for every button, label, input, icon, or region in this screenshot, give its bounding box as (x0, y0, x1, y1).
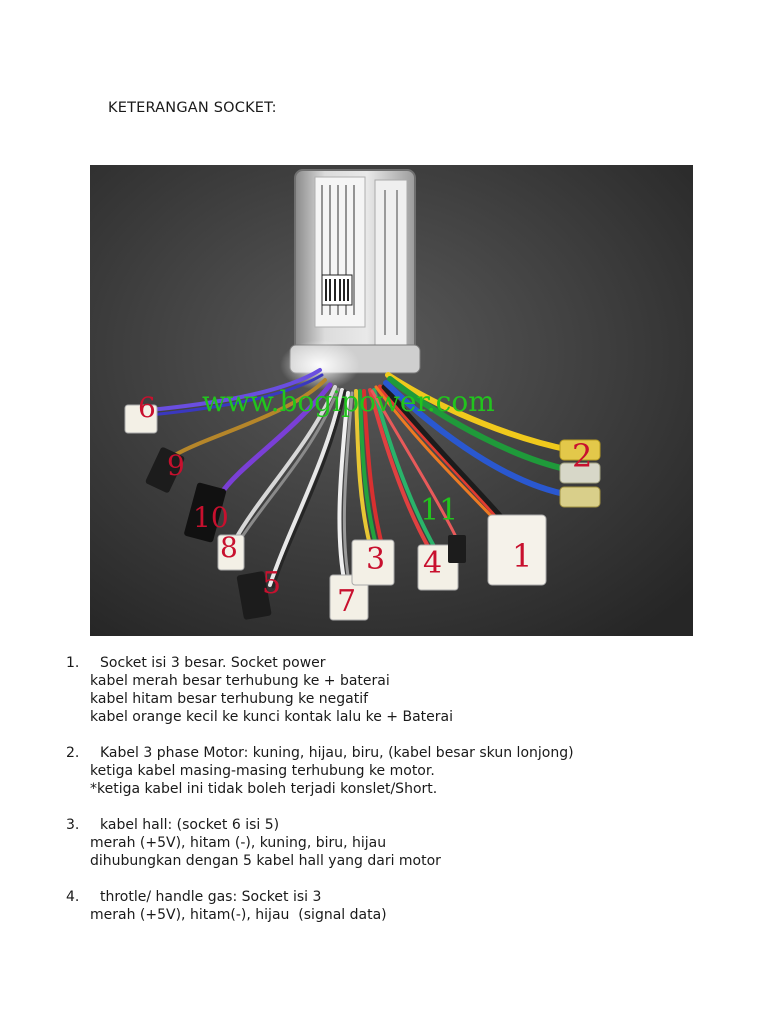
list-item-line: *ketiga kabel ini tidak boleh terjadi ko… (90, 781, 438, 797)
list-item-number: 2. (66, 745, 80, 761)
socket-label-5: 5 (262, 566, 281, 601)
list-item-line: merah (+5V), hitam (-), kuning, biru, hi… (90, 835, 387, 851)
socket-label-10: 10 (193, 501, 229, 534)
list-item-line: kabel merah besar terhubung ke + baterai (90, 673, 390, 689)
socket-label-1: 1 (512, 537, 532, 575)
list-item: 2. Kabel 3 phase Motor: kuning, hijau, b… (66, 744, 726, 798)
list-item-title: kabel hall: (socket 6 isi 5) (100, 817, 280, 833)
page-heading: KETERANGAN SOCKET: (108, 100, 277, 116)
watermark-text: www.bogipower.com (202, 385, 495, 418)
list-item-line: kabel hitam besar terhubung ke negatif (90, 691, 369, 707)
list-item-line: ketiga kabel masing-masing terhubung ke … (90, 763, 435, 779)
socket-label-9: 9 (167, 449, 185, 482)
socket-label-6: 6 (138, 391, 156, 424)
connectors (124, 404, 601, 621)
socket-label-8: 8 (220, 531, 238, 564)
list-item: 4. throtle/ handle gas: Socket isi 3 mer… (66, 888, 726, 924)
list-item-title: throtle/ handle gas: Socket isi 3 (100, 889, 322, 905)
socket-label-3: 3 (366, 542, 385, 577)
list-item-number: 1. (66, 655, 80, 671)
list-item-line: merah (+5V), hitam(-), hijau (signal dat… (90, 907, 387, 923)
socket-label-2: 2 (572, 437, 592, 475)
controller-wiring-photo: www.bogipower.com 6 9 10 8 5 7 3 4 11 1 … (90, 165, 693, 636)
socket-label-11: 11 (420, 493, 458, 528)
wires (148, 368, 573, 589)
controller-box (280, 169, 421, 390)
list-item-title: Socket isi 3 besar. Socket power (100, 655, 326, 671)
list-item-title: Kabel 3 phase Motor: kuning, hijau, biru… (100, 745, 574, 761)
list-item-line: kabel orange kecil ke kunci kontak lalu … (90, 709, 454, 725)
list-item-number: 4. (66, 889, 80, 905)
list-item-line: dihubungkan dengan 5 kabel hall yang dar… (90, 853, 441, 869)
list-item: 1. Socket isi 3 besar. Socket power kabe… (66, 654, 726, 726)
socket-label-4: 4 (423, 546, 442, 581)
socket-description-list: 1. Socket isi 3 besar. Socket power kabe… (66, 654, 726, 942)
list-item: 3. kabel hall: (socket 6 isi 5) merah (+… (66, 816, 726, 870)
socket-label-7: 7 (337, 584, 356, 619)
list-item-number: 3. (66, 817, 80, 833)
